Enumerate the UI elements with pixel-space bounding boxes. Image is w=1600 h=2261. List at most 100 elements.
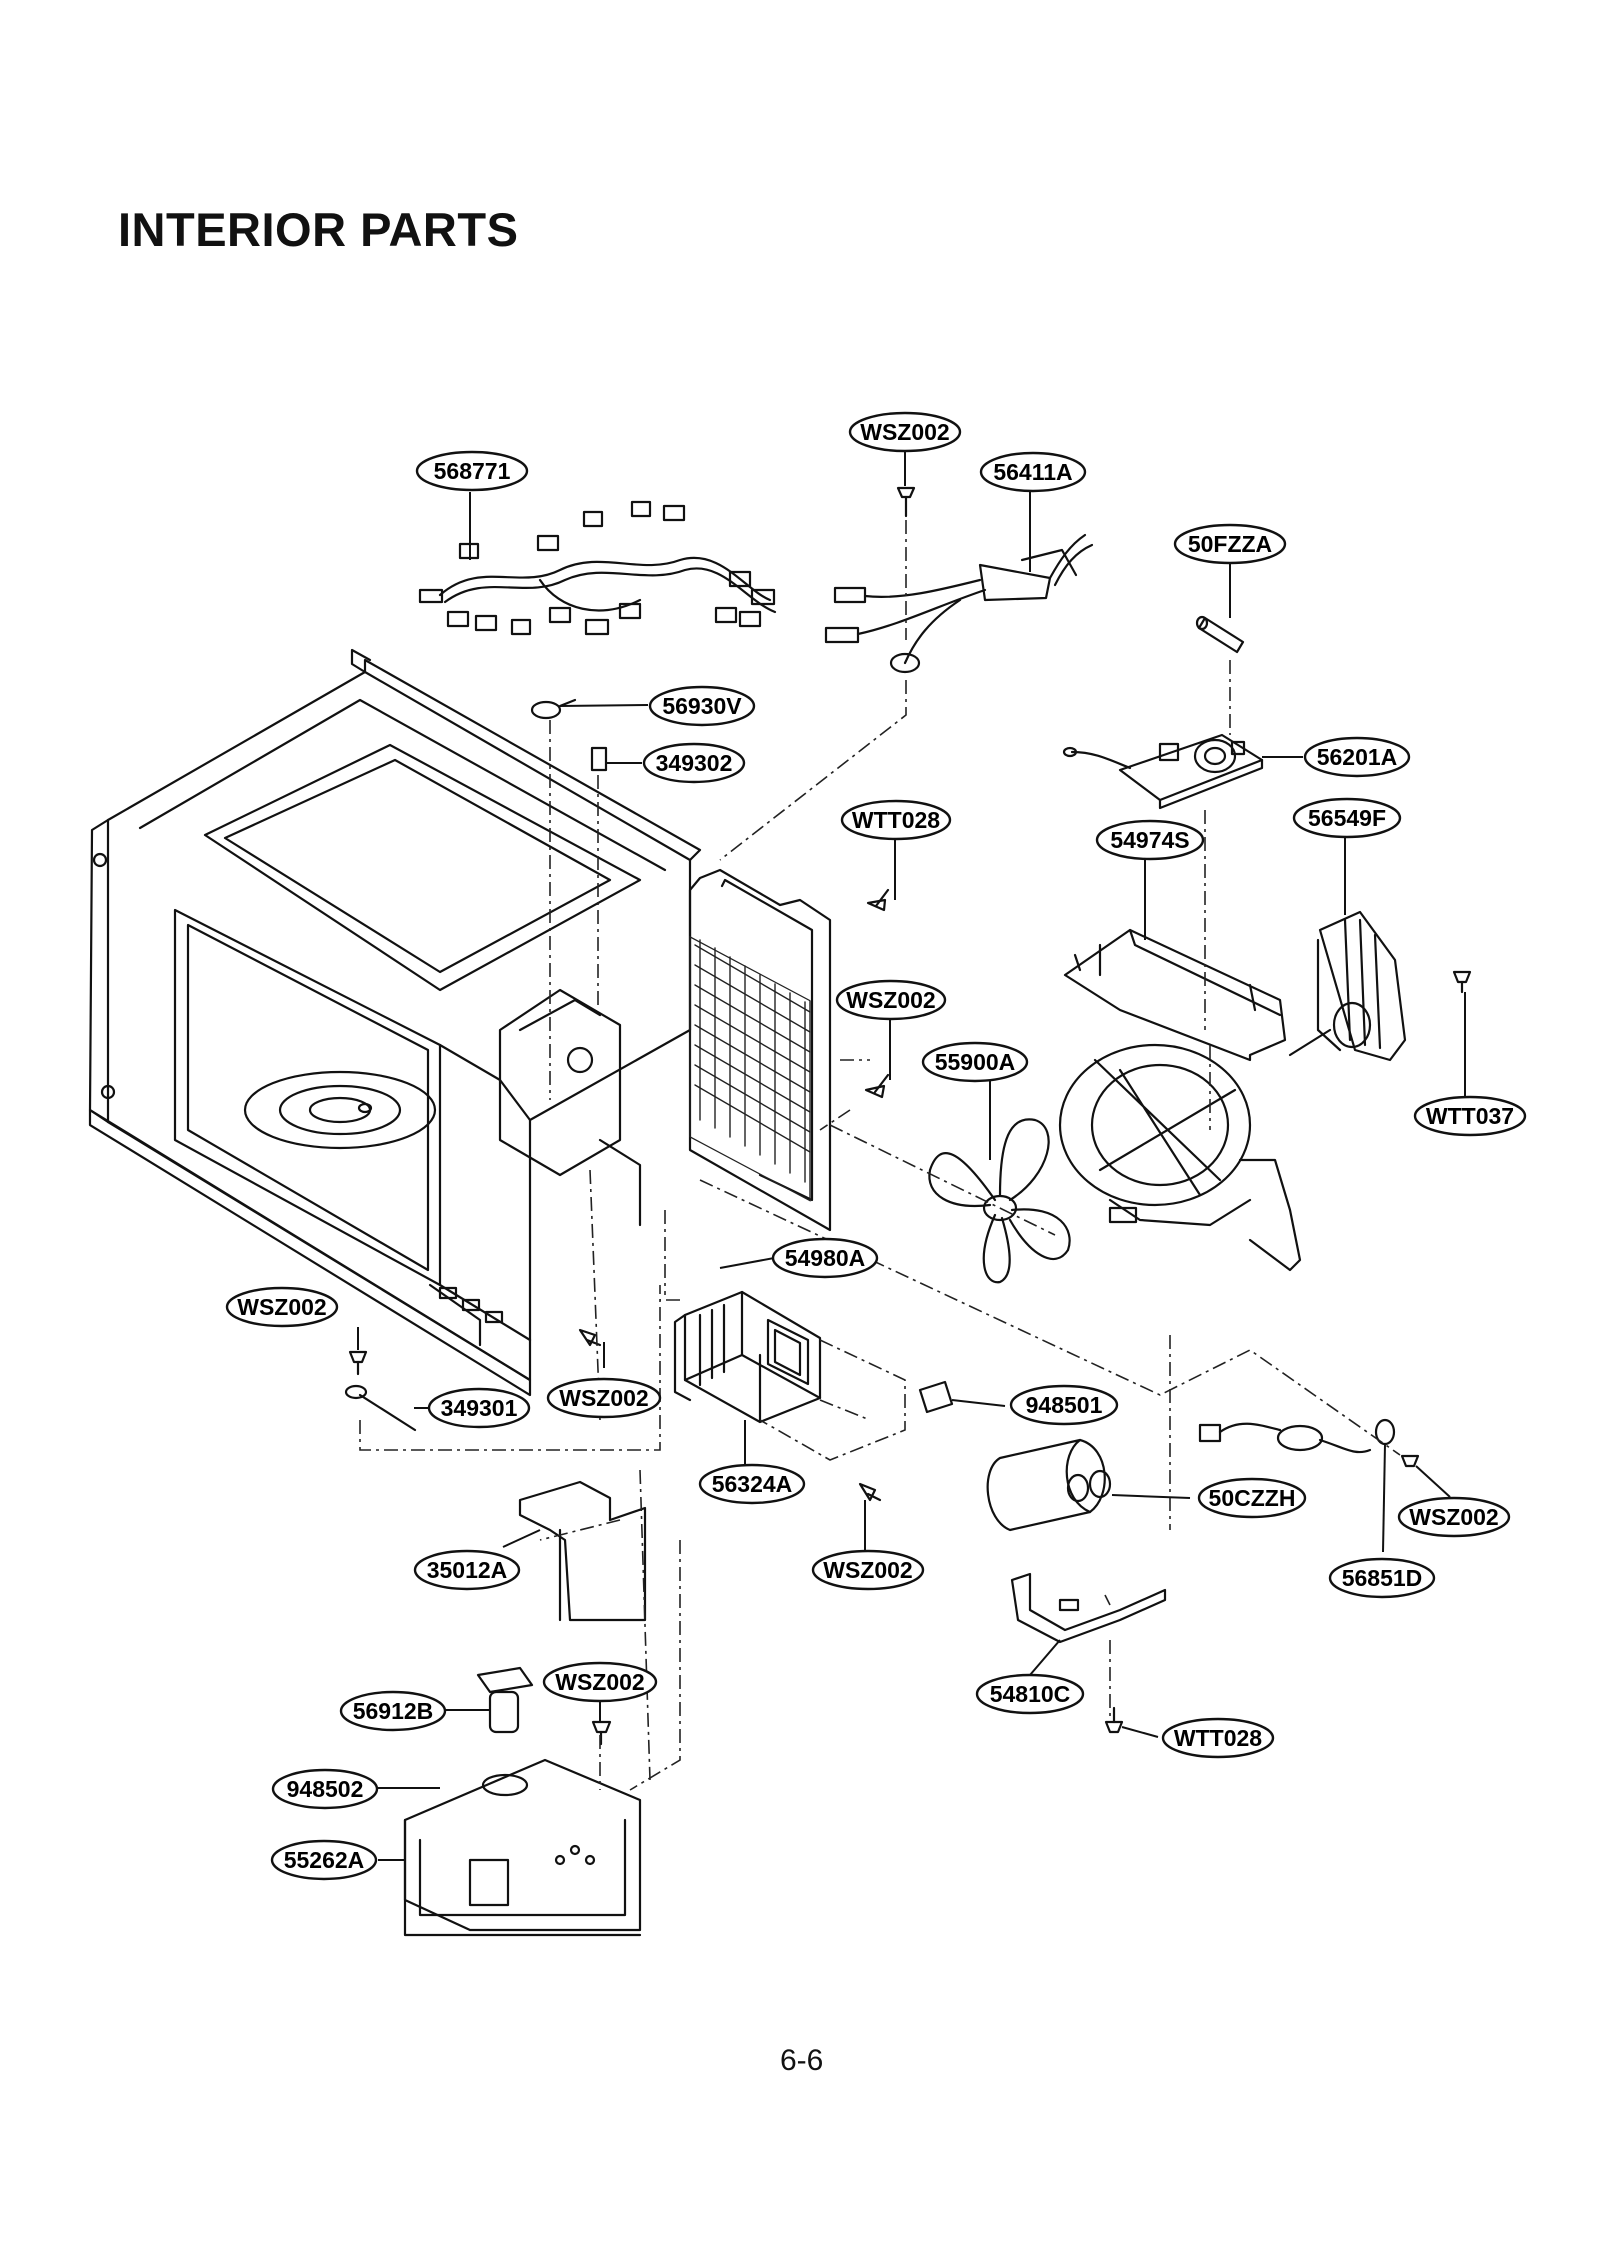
- callout-label: 56411A: [993, 459, 1072, 485]
- small-parts-drawing: [918, 1380, 1167, 1644]
- callout-oval: [1292, 797, 1402, 839]
- callout-label: 54810C: [990, 1681, 1071, 1707]
- callout-label: 948502: [287, 1776, 364, 1802]
- callout-oval: [1173, 523, 1287, 565]
- callout-oval: [698, 1463, 806, 1505]
- callout-oval: [1328, 1557, 1436, 1599]
- callout-label: WSZ002: [237, 1294, 326, 1320]
- callout-label: 54974S: [1110, 827, 1189, 853]
- callout-50czzh: 50CZZH: [1197, 1477, 1307, 1519]
- callout-label: 56851D: [1342, 1565, 1423, 1591]
- callout-label: 349301: [441, 1395, 518, 1421]
- callout-wsz002-motor: WSZ002: [542, 1661, 658, 1703]
- wire-harness-drawing: [418, 500, 777, 636]
- callout-label: 349302: [656, 750, 733, 776]
- callout-wsz002-top: WSZ002: [848, 411, 962, 453]
- callout-oval: [1095, 819, 1205, 861]
- thermostat-drawing: [530, 698, 608, 772]
- callout-oval: [546, 1377, 662, 1419]
- callout-oval: [975, 1673, 1085, 1715]
- callout-55900a: 55900A: [921, 1041, 1029, 1083]
- callout-label: 50CZZH: [1209, 1485, 1296, 1511]
- callout-oval: [413, 1549, 521, 1591]
- callout-label: 50FZZA: [1188, 531, 1272, 557]
- callout-label: WSZ002: [823, 1557, 912, 1583]
- callout-oval: [642, 742, 746, 784]
- callout-oval: [835, 979, 947, 1021]
- callout-oval: [271, 1768, 379, 1810]
- callout-56201a: 56201A: [1303, 736, 1411, 778]
- screw-top-drawing: [896, 486, 916, 518]
- callout-56930v: 56930V: [648, 685, 756, 727]
- callout-wsz002-bottom: WSZ002: [811, 1549, 925, 1591]
- callout-label: 35012A: [427, 1557, 508, 1583]
- callout-wtt028-top: WTT028: [840, 799, 952, 841]
- callout-label: 568771: [434, 458, 511, 484]
- callout-oval: [811, 1549, 925, 1591]
- noise-filter-board-drawing: [1062, 733, 1264, 810]
- callout-56411a: 56411A: [979, 451, 1087, 493]
- callout-oval: [270, 1839, 378, 1881]
- callout-label: 54980A: [785, 1245, 866, 1271]
- callout-wsz002-left: WSZ002: [225, 1286, 339, 1328]
- callout-56324a: 56324A: [698, 1463, 806, 1505]
- callout-oval: [1397, 1496, 1511, 1538]
- callout-wsz002-magnetron: WSZ002: [546, 1377, 662, 1419]
- callout-label: 55262A: [284, 1847, 365, 1873]
- callout-55262a: 55262A: [270, 1839, 378, 1881]
- callout-label: WSZ002: [846, 987, 935, 1013]
- fan-duct-drawing: [1058, 928, 1302, 1272]
- callout-label: 56324A: [712, 1471, 793, 1497]
- callout-54980a: 54980A: [771, 1237, 879, 1279]
- callout-oval: [415, 450, 529, 492]
- callout-oval: [921, 1041, 1029, 1083]
- callout-50fzza: 50FZZA: [1173, 523, 1287, 565]
- callout-leaders: [357, 452, 1466, 1861]
- callout-oval: [1009, 1384, 1119, 1426]
- callout-56549f: 56549F: [1292, 797, 1402, 839]
- callout-label: 56549F: [1308, 805, 1386, 831]
- callout-35012a: 35012A: [413, 1549, 521, 1591]
- callout-oval: [771, 1237, 879, 1279]
- fan-motor-drawing: [1288, 910, 1407, 1062]
- oven-cavity-drawing: [88, 648, 702, 1397]
- callout-label: 56201A: [1317, 744, 1398, 770]
- callout-54810c: 54810C: [975, 1673, 1085, 1715]
- side-panel-drawing: [688, 868, 832, 1232]
- callout-wtt037: WTT037: [1413, 1095, 1527, 1137]
- callout-label: 948501: [1026, 1392, 1103, 1418]
- page-number: 6-6: [780, 2044, 824, 2077]
- callout-349302: 349302: [642, 742, 746, 784]
- callout-568771: 568771: [415, 450, 529, 492]
- cable-assembly-drawing: [1198, 1418, 1396, 1454]
- callout-56851d: 56851D: [1328, 1557, 1436, 1599]
- page-title: INTERIOR PARTS: [118, 203, 519, 256]
- bracket-drawing: [518, 1480, 647, 1622]
- callout-label: 56912B: [353, 1698, 434, 1724]
- callout-oval: [1303, 736, 1411, 778]
- callout-label: WSZ002: [860, 419, 949, 445]
- wire-assembly-drawing: [824, 533, 1094, 674]
- fan-blade-drawing: [928, 1118, 1071, 1284]
- callout-54974s: 54974S: [1095, 819, 1205, 861]
- turntable-motor-drawing: [403, 1666, 642, 1937]
- callout-oval: [648, 685, 756, 727]
- callout-oval: [1161, 1717, 1275, 1759]
- callout-label: 56930V: [662, 693, 742, 719]
- callout-oval: [427, 1387, 531, 1429]
- callout-wsz002-mid: WSZ002: [835, 979, 947, 1021]
- callout-label: WTT028: [852, 807, 940, 833]
- callout-label: 55900A: [935, 1049, 1016, 1075]
- callout-oval: [339, 1690, 447, 1732]
- callout-oval: [840, 799, 952, 841]
- magnetron-drawing: [673, 1290, 822, 1424]
- callout-oval: [225, 1286, 339, 1328]
- callout-oval: [1413, 1095, 1527, 1137]
- callout-label: WSZ002: [555, 1669, 644, 1695]
- callout-oval: [542, 1661, 658, 1703]
- callout-oval: [979, 451, 1087, 493]
- callout-wtt028-bottom: WTT028: [1161, 1717, 1275, 1759]
- screws-drawing: [344, 888, 1472, 1746]
- callout-label: WSZ002: [1409, 1504, 1498, 1530]
